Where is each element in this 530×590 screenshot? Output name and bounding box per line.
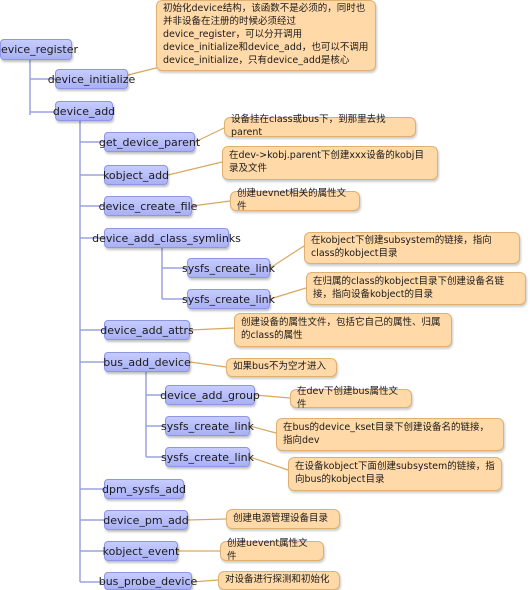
node-device-add-attrs[interactable]: device_add_attrs — [100, 320, 194, 340]
note-text: 在kobject下创建subsystem的链接，指向class的kobject目… — [311, 235, 492, 259]
node-sysfs-create-link-2[interactable]: sysfs_create_link — [182, 289, 275, 309]
link-note-attrs — [189, 327, 235, 331]
link-note-link1 — [269, 245, 305, 269]
note-text: 创建uevnet相关的属性文件 — [237, 188, 347, 212]
note-text: 在dev下创建bus属性文件 — [297, 385, 398, 410]
node-kobject-event[interactable]: kobject_event — [103, 541, 179, 561]
note-text: 如果bus不为空才进入 — [233, 361, 327, 373]
note-text: 初始化device结构，该函数不是必须的，同时也并非设备在注册的时候必须经过de… — [163, 3, 369, 66]
note-text: 创建uevent属性文件 — [227, 538, 308, 562]
node-device-add-group[interactable]: device_add_group — [160, 385, 260, 405]
node-device-initialize[interactable]: device_initialize — [48, 69, 135, 89]
link-note-probe — [191, 579, 219, 583]
node-device-create-file[interactable]: device_create_file — [99, 196, 197, 216]
note-device-create-file: 创建uevnet相关的属性文件 — [230, 188, 360, 212]
note-device-add-group: 在dev下创建bus属性文件 — [290, 386, 412, 410]
node-device-register[interactable]: device_register — [0, 39, 78, 60]
note-bus-probe-device: 对设备进行探测和初始化 — [218, 571, 340, 590]
node-kobject-add[interactable]: kobject_add — [103, 165, 169, 185]
note-device-initialize: 初始化device结构，该函数不是必须的，同时也并非设备在注册的时候必须经过de… — [156, 0, 376, 71]
note-sysfs-create-link-1: 在kobject下创建subsystem的链接，指向class的kobject目… — [304, 232, 520, 264]
link-note-kobject — [167, 161, 223, 176]
note-bus-add-device: 如果bus不为空才进入 — [226, 358, 337, 377]
note-device-add-attrs: 创建设备的属性文件，包括它自己的属性、归属的class的属性 — [234, 313, 452, 347]
node-get-device-parent[interactable]: get_device_parent — [99, 132, 200, 152]
node-dpm-sysfs-add[interactable]: dpm_sysfs_add — [102, 479, 186, 499]
trunk-bus-add-device — [145, 371, 165, 458]
note-sysfs-create-link-2: 在归属的class的kobject目录下创建设备名链接，指向设备kobject的… — [306, 272, 526, 305]
node-device-add[interactable]: device_add — [53, 101, 115, 121]
node-device-pm-add[interactable]: device_pm_add — [103, 510, 189, 530]
note-device-pm-add: 创建电源管理设备目录 — [226, 509, 340, 529]
trunk-class-symlinks — [161, 247, 187, 300]
note-text: 在归属的class的kobject目录下创建设备名链接，指向设备kobject的… — [313, 275, 505, 300]
trunk-device-register — [29, 60, 55, 115]
link-note-link2 — [269, 287, 307, 300]
note-text: 创建电源管理设备目录 — [233, 512, 329, 524]
node-bus-probe-device[interactable]: bus_probe_device — [99, 572, 197, 590]
note-sysfs-create-link-4: 在设备kobject下面创建subsystem的链接，指向bus的kobject… — [288, 457, 502, 491]
note-text: 创建设备的属性文件，包括它自己的属性、归属的class的属性 — [241, 317, 441, 341]
node-device-add-class-symlinks[interactable]: device_add_class_symlinks — [92, 228, 241, 248]
note-text: 在dev->kobj.parent下创建xxx设备的kobj目录及文件 — [229, 150, 424, 174]
link-note-parent — [194, 127, 225, 143]
node-bus-add-device[interactable]: bus_add_device — [103, 352, 191, 372]
link-note-create-file — [191, 200, 231, 207]
note-kobject-add: 在dev->kobj.parent下创建xxx设备的kobj目录及文件 — [222, 146, 438, 180]
note-sysfs-create-link-3: 在bus的device_kset目录下创建设备名的链接，指向dev — [276, 418, 504, 451]
link-note-group — [254, 394, 291, 399]
note-get-device-parent: 设备挂在class或bus下，到那里去找parent — [224, 114, 416, 138]
note-text: 在设备kobject下面创建subsystem的链接，指向bus的kobject… — [295, 461, 495, 485]
link-note-pm — [187, 518, 227, 521]
link-note-bus — [189, 361, 227, 368]
note-text: 对设备进行探测和初始化 — [225, 574, 330, 586]
link-note-link4 — [249, 456, 289, 471]
node-sysfs-create-link-3[interactable]: sysfs_create_link — [161, 416, 254, 436]
link-note-initialize — [127, 66, 161, 76]
link-note-link3 — [249, 425, 277, 434]
note-text: 在bus的device_kset目录下创建设备名的链接，指向dev — [283, 421, 489, 446]
note-text: 设备挂在class或bus下，到那里去找parent — [231, 114, 386, 138]
note-kobject-event: 创建uevent属性文件 — [220, 538, 324, 562]
node-sysfs-create-link-1[interactable]: sysfs_create_link — [182, 258, 275, 278]
node-sysfs-create-link-4[interactable]: sysfs_create_link — [161, 447, 254, 467]
trunk-device-add — [79, 120, 104, 583]
